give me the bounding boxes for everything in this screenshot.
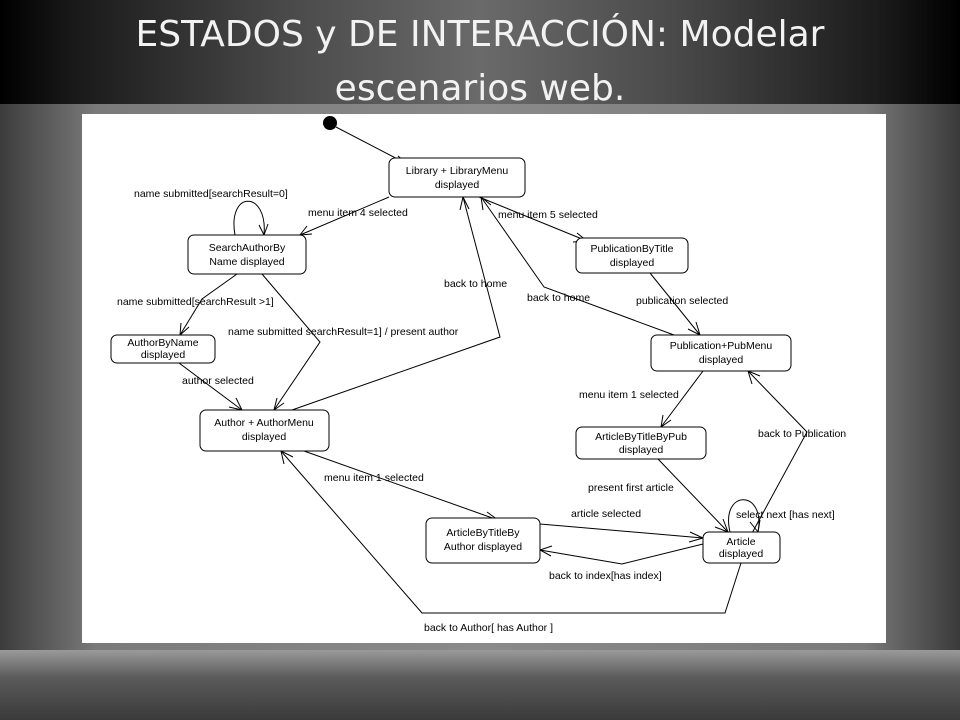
state-article-by-title-by-pub-status: displayed — [619, 444, 664, 456]
label-name-submitted-gt1: name submitted[searchResult >1] — [117, 296, 274, 308]
edge-self-loop-search-arrowhead — [258, 223, 269, 237]
label-menu-item-1-pub: menu item 1 selected — [579, 389, 679, 401]
edge-back-home-author — [291, 196, 501, 411]
label-back-to-home-pub: back to home — [527, 292, 590, 304]
state-article-by-title-by-author: ArticleByTitleBy Author displayed — [425, 517, 541, 564]
state-publication-by-title: PublicationByTitle displayed — [575, 237, 689, 274]
state-article-by-title-by-author-status: Author displayed — [444, 541, 522, 553]
edge-menu-item-5 — [478, 196, 588, 242]
edge-self-loop-search — [233, 200, 265, 236]
edge-back-to-publication — [747, 370, 808, 536]
edge-back-to-author — [280, 450, 742, 614]
state-article-by-title-by-pub: ArticleByTitleByPub displayed — [575, 426, 707, 460]
state-author-by-name-status: displayed — [141, 349, 186, 361]
label-menu-item-4: menu item 4 selected — [308, 207, 408, 219]
label-article-selected: article selected — [571, 508, 641, 520]
slide-title-line-2: escenarios web. — [334, 68, 626, 109]
edge-menu-item-1-author — [303, 450, 499, 521]
diagram-panel: Library + LibraryMenu displayed SearchAu… — [82, 114, 886, 643]
state-author-menu: Author + AuthorMenu displayed — [199, 409, 330, 452]
slide-title: ESTADOS y DE INTERACCIÓN: Modelar escena… — [0, 8, 960, 118]
label-name-submitted-zero: name submitted[searchResult=0] — [134, 188, 288, 200]
label-back-to-index: back to index[has index] — [549, 570, 662, 582]
state-search-author: SearchAuthorBy Name displayed — [187, 234, 307, 275]
edge-menu-item-1-pub — [660, 370, 704, 428]
state-article-status: displayed — [719, 548, 764, 560]
edge-menu-item-4 — [299, 196, 390, 236]
state-article-by-title-by-author-name: ArticleByTitleBy — [446, 527, 520, 539]
label-menu-item-1-author: menu item 1 selected — [324, 472, 424, 484]
bottom-band — [0, 650, 960, 720]
edge-back-home-pub — [480, 196, 675, 336]
state-publication-pubmenu-name: Publication+PubMenu — [670, 340, 773, 352]
edge-self-loop-article — [728, 499, 760, 533]
label-present-first-article: present first article — [588, 482, 674, 494]
state-author-menu-status: displayed — [242, 431, 287, 443]
state-article-name: Article — [726, 536, 755, 548]
title-bar — [0, 0, 960, 104]
label-back-to-publication: back to Publication — [758, 428, 846, 440]
state-publication-by-title-status: displayed — [610, 257, 655, 269]
state-library-status: displayed — [435, 179, 480, 191]
slide-title-line-1: ESTADOS y DE INTERACCIÓN: Modelar — [135, 14, 825, 55]
state-author-by-name: AuthorByName displayed — [110, 334, 216, 364]
state-publication-pubmenu: Publication+PubMenu displayed — [650, 334, 792, 372]
state-diagram: Library + LibraryMenu displayed SearchAu… — [110, 116, 846, 634]
label-select-next: select next [has next] — [736, 509, 835, 521]
label-author-selected: author selected — [182, 375, 254, 387]
state-publication-pubmenu-status: displayed — [699, 354, 744, 366]
state-search-author-name: SearchAuthorBy — [209, 242, 286, 254]
label-menu-item-5: menu item 5 selected — [498, 209, 598, 221]
edge-name-submitted-eq1 — [261, 273, 321, 411]
label-publication-selected: publication selected — [636, 295, 728, 307]
label-back-to-home-author: back to home — [444, 278, 507, 290]
label-back-to-author: back to Author[ has Author ] — [424, 622, 553, 634]
edge-back-to-index — [539, 543, 704, 565]
edge-name-submitted-gt1-arrowhead — [179, 322, 190, 337]
state-author-menu-name: Author + AuthorMenu — [214, 417, 314, 429]
edge-present-first-article — [657, 458, 729, 533]
state-search-author-status: Name displayed — [209, 256, 284, 268]
state-publication-by-title-name: PublicationByTitle — [590, 243, 673, 255]
state-library: Library + LibraryMenu displayed — [388, 157, 526, 198]
edge-name-submitted-gt1 — [179, 273, 238, 336]
edge-publication-selected — [649, 272, 701, 336]
state-article-by-title-by-pub-name: ArticleByTitleByPub — [595, 431, 687, 443]
label-name-submitted-eq1: name submitted searchResult=1] / present… — [228, 326, 459, 338]
initial-state — [323, 116, 337, 130]
state-author-by-name-name: AuthorByName — [127, 337, 198, 349]
state-article: Article displayed — [702, 531, 781, 564]
edge-article-selected — [539, 523, 704, 539]
edge-author-selected — [178, 362, 243, 411]
state-library-name: Library + LibraryMenu — [406, 165, 509, 177]
